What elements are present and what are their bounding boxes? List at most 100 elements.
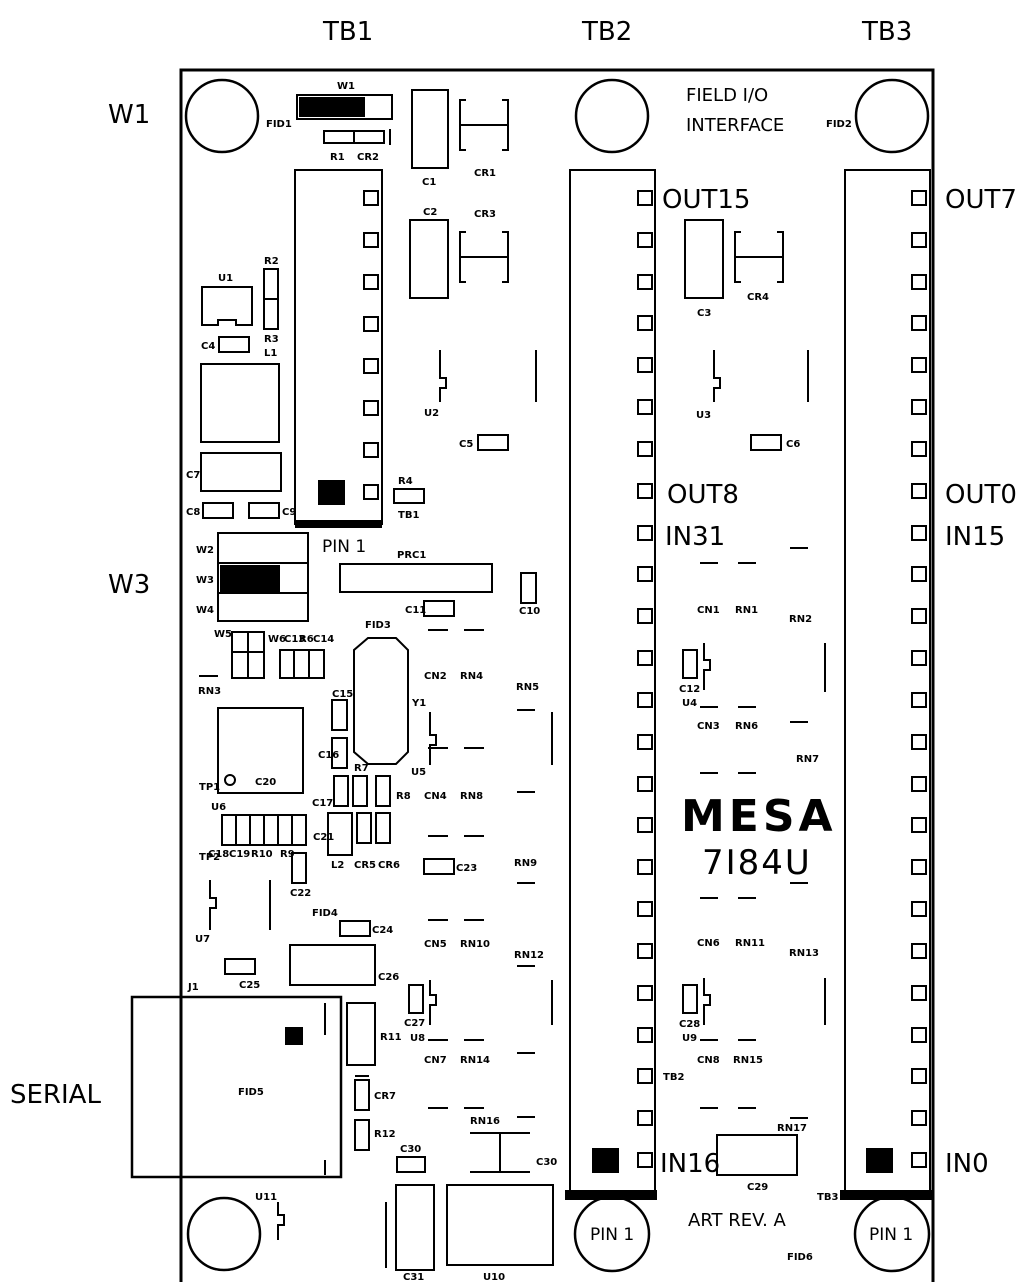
terminal-pin	[637, 566, 653, 582]
svg-text:RN5: RN5	[516, 682, 539, 693]
svg-text:R11: R11	[380, 1032, 402, 1043]
ic-u3-outline	[713, 350, 809, 402]
pin-label-out15: OUT15	[662, 185, 750, 215]
capacitor-c30	[396, 1156, 426, 1173]
terminal-pin	[637, 817, 653, 833]
svg-text:CR2: CR2	[357, 152, 379, 163]
tb1-pin1-marker	[318, 480, 345, 505]
svg-text:RN14: RN14	[460, 1055, 490, 1066]
svg-text:C20: C20	[255, 777, 276, 788]
svg-text:C14: C14	[313, 634, 334, 645]
svg-text:L1: L1	[264, 348, 277, 359]
svg-text:J1: J1	[187, 982, 199, 993]
capacitor-c5	[477, 434, 509, 451]
svg-text:C6: C6	[786, 439, 800, 450]
terminal-pin	[637, 692, 653, 708]
svg-text:C28: C28	[679, 1019, 700, 1030]
ic-u4-outline	[703, 643, 826, 692]
terminal-pin	[637, 650, 653, 666]
capacitor-c11	[423, 600, 455, 617]
svg-text:CN3: CN3	[697, 721, 720, 732]
diode-cr2	[353, 130, 385, 144]
svg-text:C24: C24	[372, 925, 393, 936]
svg-text:RN3: RN3	[198, 686, 221, 697]
board-title-line1: FIELD I/O	[686, 85, 768, 106]
serial-heading: SERIAL	[10, 1080, 101, 1110]
svg-text:C5: C5	[459, 439, 473, 450]
terminal-pin	[637, 1027, 653, 1043]
svg-text:CR4: CR4	[747, 292, 769, 303]
svg-text:CN4: CN4	[424, 791, 447, 802]
jumper-w1-shunt	[299, 97, 365, 117]
svg-text:TB3: TB3	[817, 1192, 838, 1203]
inductor-l1	[200, 363, 280, 443]
terminal-pin	[911, 985, 927, 1001]
svg-text:RN8: RN8	[460, 791, 483, 802]
small-passive-row	[221, 814, 307, 846]
svg-text:R6: R6	[299, 634, 314, 645]
svg-text:CN5: CN5	[424, 939, 447, 950]
capacitor-c3	[684, 219, 724, 299]
logo-brand: MESA	[681, 791, 837, 842]
tb2-pin1-marker	[592, 1148, 619, 1173]
svg-text:U2: U2	[424, 408, 439, 419]
svg-text:R7: R7	[354, 763, 369, 774]
terminal-pin	[637, 190, 653, 206]
svg-text:W3: W3	[196, 575, 214, 586]
terminal-pin	[637, 1068, 653, 1084]
capacitor-c29	[716, 1134, 798, 1176]
capacitor-c24	[339, 920, 371, 937]
connector-tb2-bar	[565, 1190, 657, 1200]
connector-tb1	[294, 169, 383, 525]
capacitor-c15	[331, 699, 348, 731]
terminal-pin	[637, 1110, 653, 1126]
ic-u8-outline	[429, 980, 553, 1025]
pin-label-in31: IN31	[665, 522, 725, 552]
terminal-pin	[637, 901, 653, 917]
svg-text:R4: R4	[398, 476, 413, 487]
svg-text:W2: W2	[196, 545, 214, 556]
terminal-pin	[911, 943, 927, 959]
art-revision: ART REV. A	[688, 1210, 787, 1231]
terminal-pin	[911, 274, 927, 290]
svg-text:RN16: RN16	[470, 1116, 500, 1127]
ic-u11-outline	[277, 1202, 387, 1268]
resistor-r3	[263, 298, 279, 330]
terminal-pin	[911, 483, 927, 499]
svg-text:CN2: CN2	[424, 671, 447, 682]
svg-text:RN2: RN2	[789, 614, 812, 625]
jumper-block-w2-w4	[217, 532, 309, 622]
svg-text:U6: U6	[211, 802, 226, 813]
terminal-pin	[637, 399, 653, 415]
tb1-pins	[363, 190, 379, 500]
svg-text:W1: W1	[337, 81, 355, 92]
terminal-pin	[637, 859, 653, 875]
svg-text:R2: R2	[264, 256, 279, 267]
capacitor-c22	[291, 852, 307, 884]
terminal-pin	[911, 859, 927, 875]
terminal-pin	[911, 441, 927, 457]
svg-text:C18: C18	[208, 849, 229, 860]
terminal-pin	[637, 776, 653, 792]
svg-text:FID5: FID5	[238, 1087, 264, 1098]
ic-u6-block	[217, 707, 304, 794]
svg-text:R8: R8	[396, 791, 411, 802]
terminal-pin	[911, 901, 927, 917]
mounting-hole-bottom-left	[186, 1196, 262, 1272]
svg-text:C27: C27	[404, 1018, 425, 1029]
svg-text:RN7: RN7	[796, 754, 819, 765]
svg-text:FID6: FID6	[787, 1252, 813, 1263]
svg-text:C15: C15	[332, 689, 353, 700]
pin-label-out0: OUT0	[945, 480, 1017, 510]
svg-text:U11: U11	[255, 1192, 277, 1203]
capacitor-c7	[200, 452, 282, 492]
capacitor-c10	[520, 572, 537, 604]
terminal-pin	[911, 817, 927, 833]
reference-designators: W1 FID1 R1 CR2 C1 CR1 C2 CR3 U1 R2 R3 L1…	[186, 81, 852, 1282]
svg-text:RN15: RN15	[733, 1055, 763, 1066]
svg-text:W5: W5	[214, 629, 232, 640]
tb3-pin1-label: PIN 1	[869, 1225, 913, 1245]
terminal-pin	[911, 357, 927, 373]
ic-u7-outline	[209, 880, 271, 930]
terminal-pin	[911, 566, 927, 582]
